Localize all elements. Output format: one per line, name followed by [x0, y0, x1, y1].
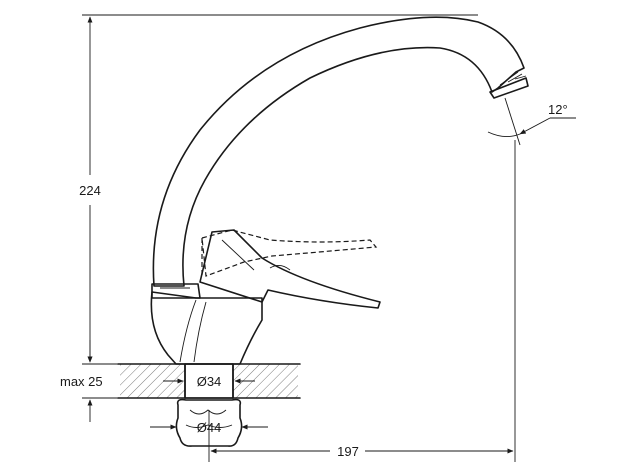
faucet-body	[150, 283, 263, 365]
dim-deck-label: max 25	[60, 374, 103, 389]
handle-lever-alternate	[201, 229, 378, 277]
dim-height-label: 224	[79, 183, 101, 198]
dim-angle-label: 12°	[548, 102, 568, 117]
fixing-nut	[175, 398, 243, 447]
dim-body-diameter: Ø34	[163, 374, 255, 389]
dim-reach-label: 197	[337, 444, 359, 459]
dim-body-diameter-label: Ø34	[197, 374, 222, 389]
handle-lever	[199, 229, 381, 309]
spout	[152, 16, 529, 287]
dim-height: 224	[79, 14, 478, 363]
dim-deck-thickness: max 25	[60, 340, 118, 422]
dim-angle: 12°	[487, 97, 576, 146]
dim-reach: 197	[208, 140, 516, 462]
